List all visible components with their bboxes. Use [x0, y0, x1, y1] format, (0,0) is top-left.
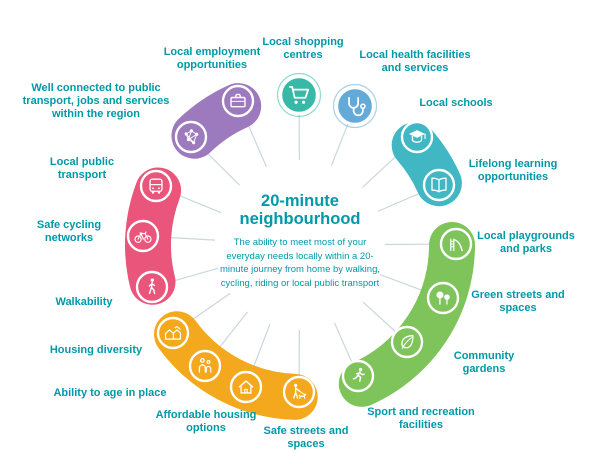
node-circle	[126, 219, 160, 253]
label-affordable-housing-options: Affordable housing options	[155, 409, 257, 434]
node-briefcase	[221, 84, 255, 118]
node-stethoscope	[332, 83, 378, 129]
label-community-gardens: Community gardens	[453, 350, 515, 375]
spoke-line	[379, 273, 424, 292]
node-running-person	[341, 359, 375, 393]
node-circle	[229, 370, 263, 404]
spoke-line	[169, 236, 216, 241]
node-circle	[426, 281, 460, 315]
label-walkability: Walkability	[55, 296, 113, 308]
node-circle	[335, 86, 375, 126]
node-network	[174, 120, 208, 154]
diagram-center: 20-minute neighbourhood The ability to m…	[200, 192, 400, 290]
radial-spokes	[169, 113, 432, 377]
icon-nodes	[126, 72, 473, 409]
arc-green-space-recreation-group	[338, 222, 475, 407]
node-leaf	[390, 325, 424, 359]
label-ability-to-age-in-place: Ability to age in place	[53, 387, 167, 399]
spoke-line	[218, 311, 248, 349]
label-local-playgrounds-and-parks: Local playgrounds and parks	[477, 230, 575, 255]
node-walking-person	[135, 270, 169, 304]
spoke-line	[362, 301, 398, 334]
label-housing-diversity: Housing diversity	[49, 344, 143, 356]
node-graduation-cap	[400, 120, 434, 154]
node-houses	[156, 316, 190, 350]
node-bicycle	[126, 219, 160, 253]
node-shopping-cart	[276, 72, 322, 118]
label-sport-and-recreation-facilities: Sport and recreation facilities	[367, 406, 475, 431]
node-circle	[439, 227, 473, 261]
node-circle	[282, 375, 316, 409]
node-circle	[139, 169, 173, 203]
node-halo	[332, 83, 378, 129]
node-house	[229, 370, 263, 404]
label-green-streets-and-spaces: Green streets and spaces	[471, 289, 565, 314]
label-local-health-facilities-and-services: Local health facilities and services	[359, 49, 471, 74]
node-open-book	[422, 168, 456, 202]
spoke-line	[252, 324, 271, 368]
node-halo	[276, 72, 322, 118]
label-local-shopping-centres: Local shopping centres	[262, 36, 344, 61]
label-local-schools: Local schools	[419, 97, 493, 109]
label-well-connected-to-public-transport-jobs-an: Well connected to public transport, jobs…	[22, 82, 170, 120]
label-local-employment-opportunities: Local employment opportunities	[163, 46, 261, 71]
label-local-public-transport: Local public transport	[49, 156, 115, 181]
label-lifelong-learning-opportunities: Lifelong learning opportunities	[468, 158, 558, 183]
label-safe-streets-and-spaces: Safe streets and spaces	[263, 425, 349, 450]
spoke-line	[206, 152, 241, 186]
arc-housing-streets-group	[154, 311, 318, 420]
spoke-line	[247, 124, 267, 168]
node-playground	[439, 227, 473, 261]
label-safe-cycling-networks: Safe cycling networks	[36, 219, 102, 244]
node-trees	[426, 281, 460, 315]
diagram-description: The ability to meet most of your everyda…	[220, 237, 380, 289]
node-bus	[139, 169, 173, 203]
spoke-line	[178, 194, 222, 214]
spoke-line	[191, 292, 231, 321]
node-person-dog	[282, 375, 316, 409]
spoke-line	[173, 267, 219, 282]
spoke-line	[362, 155, 397, 188]
node-people	[188, 349, 222, 383]
spoke-line	[377, 192, 421, 212]
node-circle	[174, 120, 208, 154]
diagram-title: 20-minute neighbourhood	[239, 192, 361, 229]
spoke-line	[330, 122, 349, 167]
node-circle	[279, 75, 319, 115]
spoke-line	[333, 322, 354, 366]
